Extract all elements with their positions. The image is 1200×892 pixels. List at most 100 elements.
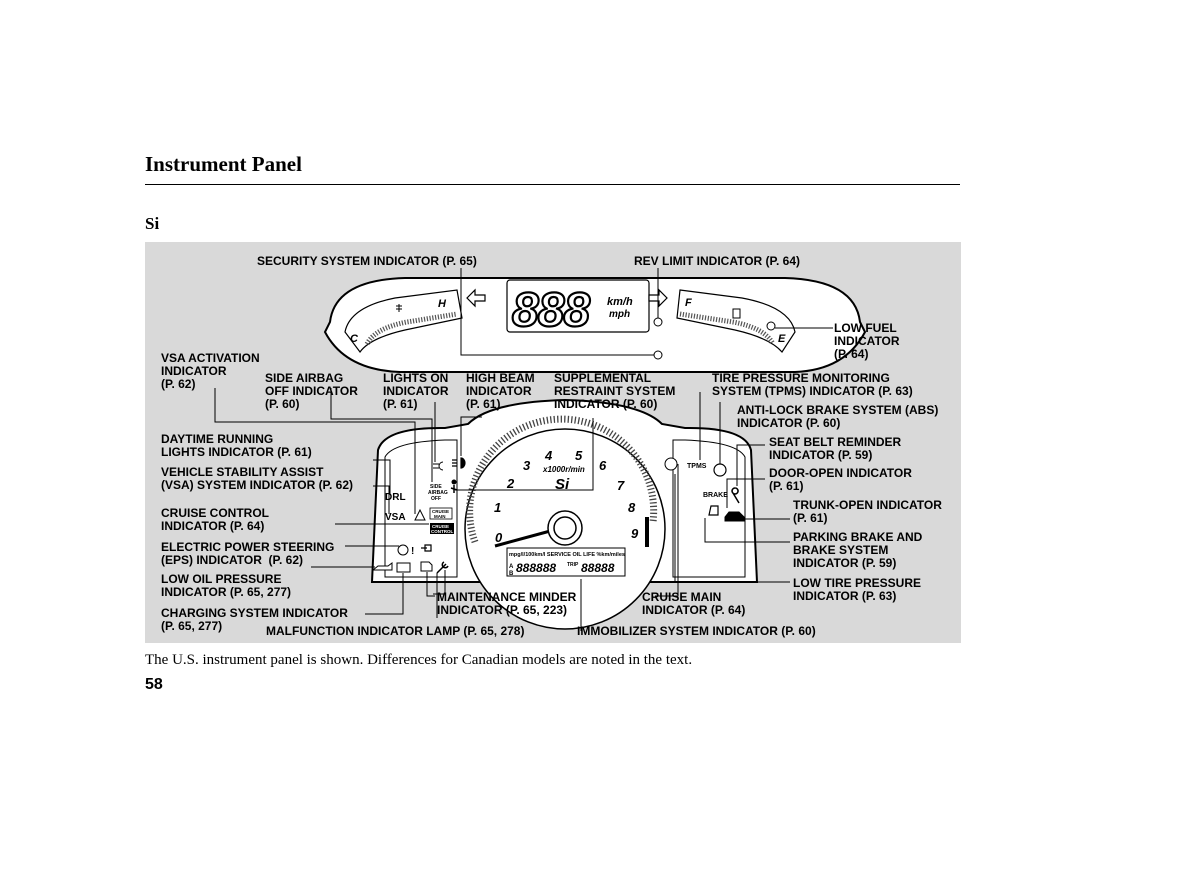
speed-unit-kmh: km/h: [607, 296, 633, 308]
label-srs: SUPPLEMENTAL RESTRAINT SYSTEM INDICATOR …: [554, 371, 676, 411]
tach-number-1: 1: [494, 500, 501, 515]
tpms-text: TPMS: [687, 463, 707, 470]
tpms-icon: [664, 457, 678, 471]
lcd-a: A: [509, 564, 514, 570]
cruise-main-text-1: CRUISE: [432, 509, 449, 514]
tach-hub-inner: [553, 516, 577, 540]
page-title: Instrument Panel: [145, 152, 302, 176]
fuel-empty-letter: E: [778, 333, 786, 345]
cruise-control-text-1: CRUISE: [432, 524, 449, 529]
lcd-digits-left: 888888: [516, 561, 556, 575]
tach-number-6: 6: [599, 458, 607, 473]
lcd-display: [506, 547, 626, 577]
page-number: 58: [145, 676, 163, 693]
cruise-main-box: [429, 507, 453, 520]
redline-bar: [645, 517, 649, 547]
title-rule: [145, 184, 960, 185]
label-abs: ANTI-LOCK BRAKE SYSTEM (ABS) INDICATOR (…: [737, 403, 939, 430]
temp-cold-letter: C: [350, 333, 359, 345]
tach-number-4: 4: [544, 448, 553, 463]
tach-number-0: 0: [495, 530, 503, 545]
label-maintenance-minder: MAINTENANCE MINDER INDICATOR (P. 65, 223…: [437, 590, 577, 617]
srs-icon-head: [451, 479, 457, 485]
left-turn-arrow-icon: [466, 288, 486, 308]
eps-icon: [397, 544, 409, 556]
temp-gauge-outline: [344, 289, 463, 354]
label-charging-system: CHARGING SYSTEM INDICATOR (P. 65, 277): [161, 606, 348, 633]
side-airbag-text-3: OFF: [431, 496, 441, 502]
oil-can-icon: [371, 562, 393, 571]
label-tpms: TIRE PRESSURE MONITORING SYSTEM (TPMS) I…: [712, 371, 913, 398]
footnote: The U.S. instrument panel is shown. Diff…: [145, 652, 693, 668]
drl-indicator-text: DRL: [385, 492, 406, 503]
label-daytime-running-lights: DAYTIME RUNNING LIGHTS INDICATOR (P. 61): [161, 432, 312, 459]
label-cruise-main: CRUISE MAIN INDICATOR (P. 64): [642, 590, 746, 617]
label-lights-on: LIGHTS ON INDICATOR (P. 61): [383, 371, 449, 411]
coolant-temp-icon: [396, 304, 402, 312]
leader-lines: [214, 268, 833, 631]
security-lamp: [653, 350, 663, 360]
low-fuel-lamp: [766, 321, 776, 331]
tach-number-5: 5: [575, 448, 583, 463]
seat-belt-icon: [731, 487, 740, 504]
brake-text: BRAKE: [703, 492, 728, 499]
side-airbag-text-1: SIDE: [430, 484, 442, 490]
label-side-airbag-off: SIDE AIRBAG OFF INDICATOR (P. 60): [265, 371, 358, 411]
tach-number-2: 2: [506, 476, 515, 491]
abs-icon: [713, 463, 727, 477]
fuel-pump-icon: [732, 308, 741, 319]
battery-icon: [396, 562, 411, 573]
temp-gauge-ticks: [364, 311, 458, 346]
fuel-gauge-ticks: [679, 311, 776, 346]
label-cruise-control: CRUISE CONTROL INDICATOR (P. 64): [161, 506, 269, 533]
label-vsa-system: VEHICLE STABILITY ASSIST (VSA) SYSTEM IN…: [161, 465, 354, 492]
tach-number-9: 9: [631, 526, 639, 541]
cruise-control-text-2: CONTROL: [431, 529, 453, 534]
label-immobilizer: IMMOBILIZER SYSTEM INDICATOR (P. 60): [577, 624, 816, 638]
lcd-header: mpg/l/100km/l SERVICE OIL LIFE %km/miles: [509, 552, 625, 558]
rev-limit-lamp: [653, 317, 663, 327]
lcd-trip: TRIP: [567, 562, 579, 568]
lcd-b: B: [509, 571, 514, 577]
label-low-fuel: LOW FUEL INDICATOR (P. 64): [834, 321, 900, 361]
cruise-main-text-2: MAIN: [434, 514, 446, 519]
label-seat-belt-reminder: SEAT BELT REMINDER INDICATOR (P. 59): [769, 435, 902, 462]
label-malfunction-indicator-lamp: MALFUNCTION INDICATOR LAMP (P. 65, 278): [266, 624, 525, 638]
label-security-system: SECURITY SYSTEM INDICATOR (P. 65): [257, 254, 477, 268]
wrench-icon: [436, 561, 449, 574]
speed-digits: 888: [512, 284, 590, 337]
label-rev-limit: REV LIMIT INDICATOR (P. 64): [634, 254, 801, 268]
check-engine-icon: [420, 561, 433, 572]
speed-unit-mph: mph: [609, 309, 630, 320]
label-door-open: DOOR-OPEN INDICATOR (P. 61): [769, 466, 912, 493]
label-eps: ELECTRIC POWER STEERING (EPS) INDICATOR …: [161, 540, 335, 567]
section-subtitle: Si: [145, 214, 160, 233]
label-low-tire-pressure: LOW TIRE PRESSURE INDICATOR (P. 63): [793, 576, 922, 603]
trunk-open-icon: [724, 511, 745, 522]
si-badge: Si: [555, 476, 570, 493]
right-inner-panel: [672, 439, 746, 578]
label-parking-brake: PARKING BRAKE AND BRAKE SYSTEM INDICATOR…: [793, 530, 923, 570]
label-trunk-open: TRUNK-OPEN INDICATOR (P. 61): [793, 498, 942, 525]
eps-exclaim: !: [411, 546, 414, 557]
fuel-full-letter: F: [685, 297, 692, 309]
door-open-icon: [708, 505, 719, 516]
label-vsa-activation: VSA ACTIVATION INDICATOR (P. 62): [161, 351, 260, 391]
immobilizer-icon: [421, 544, 432, 552]
speed-display-box: [506, 279, 650, 333]
vsa-indicator-text: VSA: [385, 512, 406, 523]
label-low-oil-pressure: LOW OIL PRESSURE INDICATOR (P. 65, 277): [161, 572, 292, 599]
label-high-beam: HIGH BEAM INDICATOR (P. 61): [466, 371, 535, 411]
cruise-control-box: [430, 523, 454, 534]
tach-number-8: 8: [628, 500, 636, 515]
temp-hot-letter: H: [438, 298, 447, 310]
high-beam-icon: [452, 457, 466, 469]
tachometer-tick-band: [466, 415, 658, 544]
side-airbag-text-2: AIRBAG: [428, 490, 448, 496]
instrument-cluster-diagram: H C F E 888 km/h mph 0 1 2 3 4 5 6 7 8 9…: [214, 268, 867, 631]
vsa-activation-icon: [414, 508, 426, 521]
lights-on-icon: [433, 461, 444, 471]
lcd-digits-right: 88888: [581, 561, 615, 575]
tach-number-7: 7: [617, 478, 625, 493]
tach-unit: x1000r/min: [542, 465, 585, 474]
